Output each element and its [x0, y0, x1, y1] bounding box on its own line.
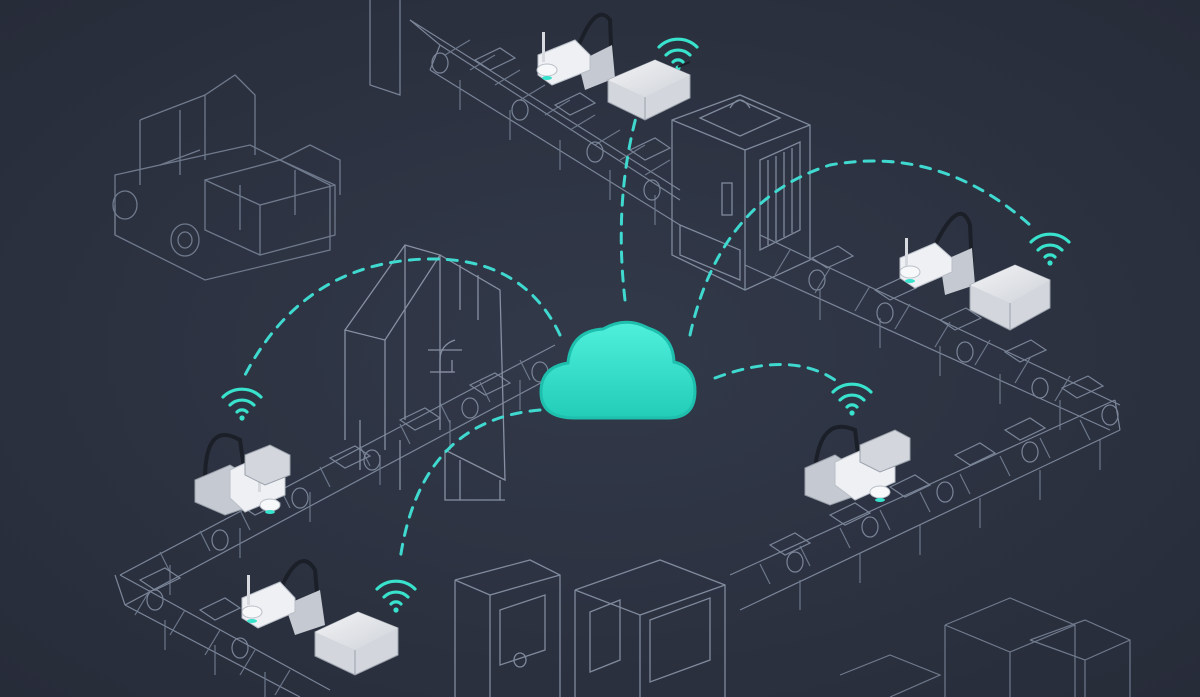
inspection-machine	[671, 94, 811, 291]
link-cloud-lower-right	[713, 363, 837, 382]
gantry-frame	[343, 244, 506, 501]
bottom-left-conveyor	[119, 567, 331, 697]
stacked-boxes	[839, 597, 1131, 697]
wifi-icon	[375, 579, 417, 613]
wifi-icon	[221, 387, 263, 421]
top-conveyor	[369, 0, 681, 226]
link-cloud-bottom-left	[398, 408, 542, 562]
left-conveyor	[114, 344, 566, 606]
link-cloud-left	[243, 257, 562, 377]
controller-box	[607, 59, 691, 121]
cloud-icon	[539, 320, 697, 420]
lower-right-conveyor	[729, 399, 1121, 611]
scara-robot-arm	[536, 12, 615, 90]
wifi-icon	[1029, 232, 1071, 266]
wifi-icon	[831, 382, 873, 416]
link-cloud-right	[688, 159, 1032, 337]
scara-robot-arm	[194, 433, 286, 516]
controller-box	[244, 444, 291, 486]
controller-box	[969, 264, 1051, 331]
bottom-machine	[454, 559, 726, 697]
scara-robot-arm	[899, 211, 975, 295]
controller-box	[859, 429, 911, 473]
controller-box	[314, 611, 399, 676]
forklift-outline	[112, 74, 341, 281]
scara-robot-arm	[241, 559, 325, 635]
